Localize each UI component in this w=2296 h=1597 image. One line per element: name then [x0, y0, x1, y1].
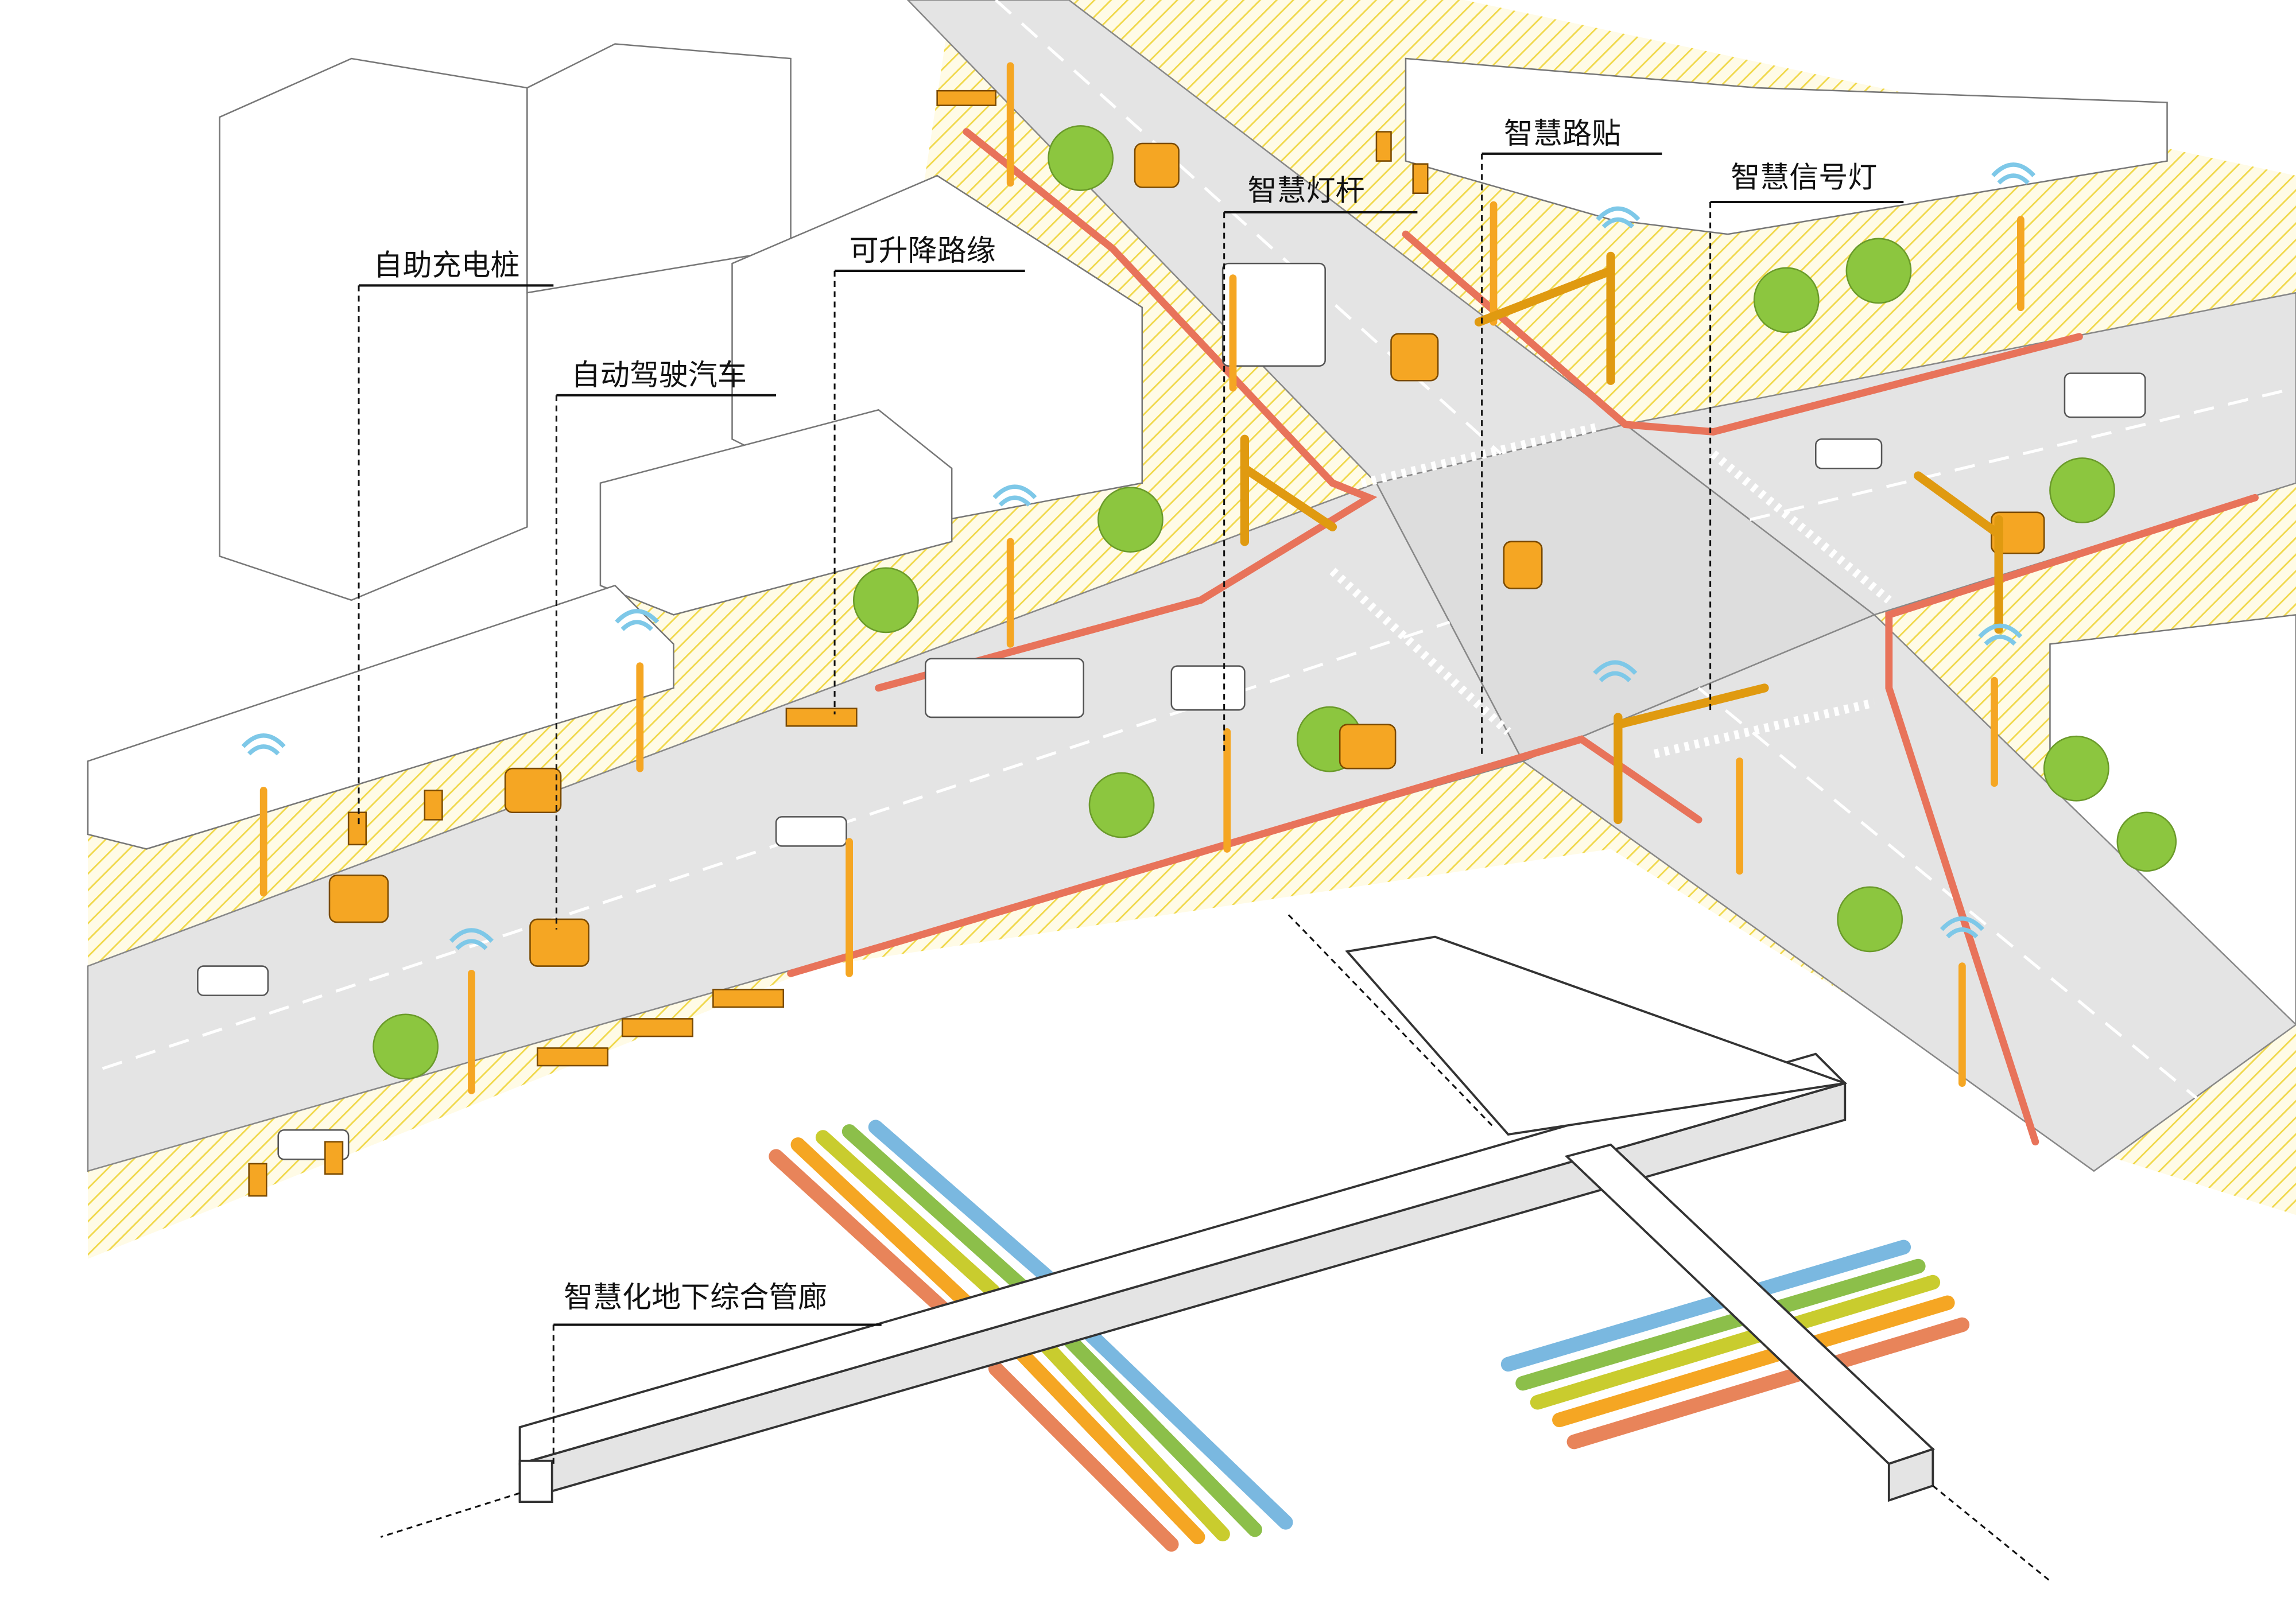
charging-piles: [248, 131, 1429, 1197]
autonomous-vehicles: [328, 142, 2045, 967]
callout-smart-signal: 智慧信号灯: [1709, 161, 1904, 710]
label-smart-light-pole: 智慧灯杆: [1247, 174, 1364, 208]
other-vehicles: [197, 262, 2146, 1160]
callout-utility-tunnel: 智慧化地下综合管廊: [552, 1281, 882, 1467]
callout-autonomous-vehicle: 自动驾驶汽车: [555, 359, 777, 930]
callout-smart-road-stud: 智慧路贴: [1481, 117, 1662, 759]
trees: [373, 125, 2177, 1080]
wifi-icons: [241, 162, 2036, 950]
curbs: [787, 128, 2259, 1146]
callout-charging-pile: 自助充电桩: [358, 249, 554, 827]
callout-smart-light-pole: 智慧灯杆: [1223, 174, 1418, 754]
label-utility-tunnel: 智慧化地下综合管廊: [564, 1281, 827, 1315]
smart-signals: [1240, 251, 2003, 825]
callout-liftable-curb: 可升降路缘: [833, 234, 1025, 714]
projection-lines: [380, 914, 2051, 1582]
liftable-curbs: [536, 90, 996, 1067]
label-autonomous-vehicle: 自动驾驶汽车: [571, 359, 747, 393]
label-smart-road-stud: 智慧路贴: [1504, 117, 1621, 151]
smart-light-poles: [259, 62, 2024, 1094]
label-charging-pile: 自助充电桩: [374, 249, 520, 283]
crosswalks: [1329, 423, 1892, 759]
pipes: [769, 1120, 1970, 1552]
label-smart-signal: 智慧信号灯: [1731, 161, 1877, 195]
label-liftable-curb: 可升降路缘: [850, 234, 996, 268]
utility-tunnel: [518, 935, 1935, 1503]
